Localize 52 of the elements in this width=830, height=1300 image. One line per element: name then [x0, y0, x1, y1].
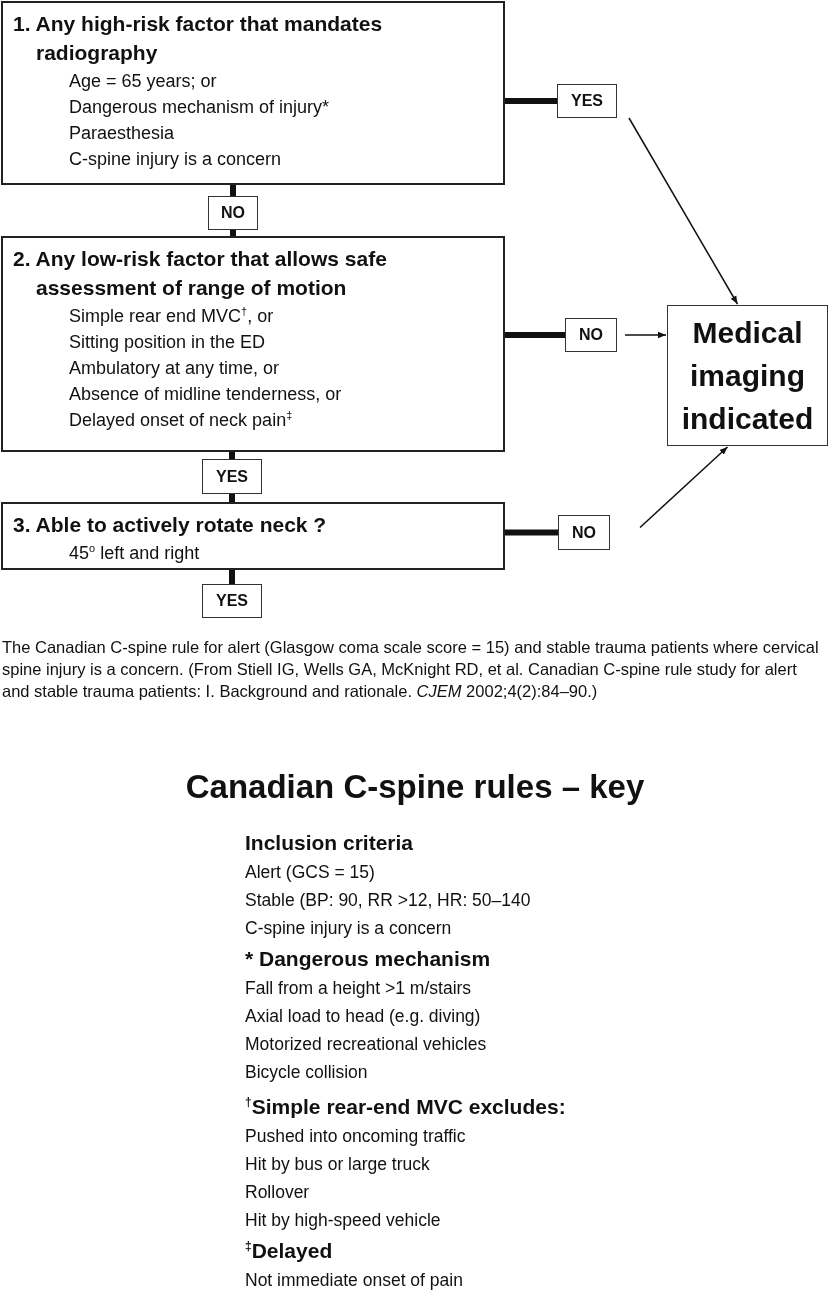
connector-line	[229, 570, 235, 584]
connector-line	[505, 98, 557, 104]
outcome-box: YES	[202, 459, 262, 494]
outcome-box: YES	[202, 584, 262, 618]
criterion-text: Delayed onset of neck pain$^{‡}$	[68, 408, 294, 432]
outcome-box: NO	[558, 515, 610, 550]
criterion-text: Ambulatory at any time, or	[68, 357, 281, 380]
connector-line	[229, 452, 235, 459]
caption: The Canadian C-spine rule for alert (Glasgow coma scale score = 15) and stable trauma patients where cervical spine injury is a concern. (From Stiell IG, Wells GA, McKnight RD, et al. Canadian C-spine rule study for alert and stable trauma patients: I. Background and rationale. CJEM 2002;4(2):84–90.)	[2, 637, 820, 702]
key-item: Not immediate onset of pain	[245, 1269, 464, 1292]
arrow	[639, 446, 729, 529]
key-item: Rollover	[245, 1181, 311, 1204]
question-heading: 2. Any low-risk factor that allows safe assessment of range of motion	[13, 246, 388, 301]
outcome-box: NO	[565, 318, 617, 352]
criterion-text: Absence of midline tenderness, or	[68, 383, 343, 406]
connector-line	[505, 529, 558, 536]
key-item: Alert (GCS = 15)	[245, 861, 376, 884]
key-item: Axial load to head (e.g. diving)	[245, 1005, 482, 1028]
key-item: Pushed into oncoming traffic	[245, 1125, 467, 1148]
key-heading: * Dangerous mechanism	[245, 946, 492, 972]
key-item: Stable (BP: 90, RR >12, HR: 50–140	[245, 889, 532, 912]
question-box	[1, 502, 505, 570]
criterion-text: Sitting position in the ED	[68, 331, 267, 354]
key-item: Hit by high-speed vehicle	[245, 1209, 442, 1232]
criterion-text: Age = 65 years; or	[68, 70, 218, 93]
outcome-box: YES	[557, 84, 617, 118]
criterion-text: Paraesthesia	[68, 122, 176, 145]
connector-line	[230, 185, 236, 196]
key-item: Motorized recreational vehicles	[245, 1033, 488, 1056]
question-heading: 3. Able to actively rotate neck ?	[13, 512, 328, 538]
criterion-text: Simple rear end MVC$^{†}$, or	[68, 304, 275, 328]
question-box	[1, 1, 505, 185]
key-item: Bicycle collision	[245, 1061, 369, 1084]
connector-line	[505, 332, 565, 338]
key-heading: $^{‡}$Delayed	[245, 1238, 334, 1264]
question-heading: 1. Any high-risk factor that mandates radiography	[13, 11, 384, 66]
criterion-text: Dangerous mechanism of injury*	[68, 96, 331, 119]
criterion-text: 45$^{o}$ left and right	[68, 541, 201, 565]
key-title: Canadian C-spine rules – key	[184, 767, 646, 807]
criterion-text: C-spine injury is a concern	[68, 148, 283, 171]
key-heading: Inclusion criteria	[245, 830, 415, 856]
arrow	[628, 117, 739, 305]
outcome-box: NO	[208, 196, 258, 230]
key-item: Hit by bus or large truck	[245, 1153, 431, 1176]
key-heading: $^{†}$Simple rear-end MVC excludes:	[245, 1094, 567, 1120]
connector-line	[230, 230, 236, 236]
arrow	[624, 331, 667, 339]
question-box	[1, 236, 505, 452]
result-box: Medical imaging indicated	[667, 305, 828, 446]
connector-line	[229, 494, 235, 502]
key-item: Fall from a height >1 m/stairs	[245, 977, 473, 1000]
key-item: C-spine injury is a concern	[245, 917, 453, 940]
